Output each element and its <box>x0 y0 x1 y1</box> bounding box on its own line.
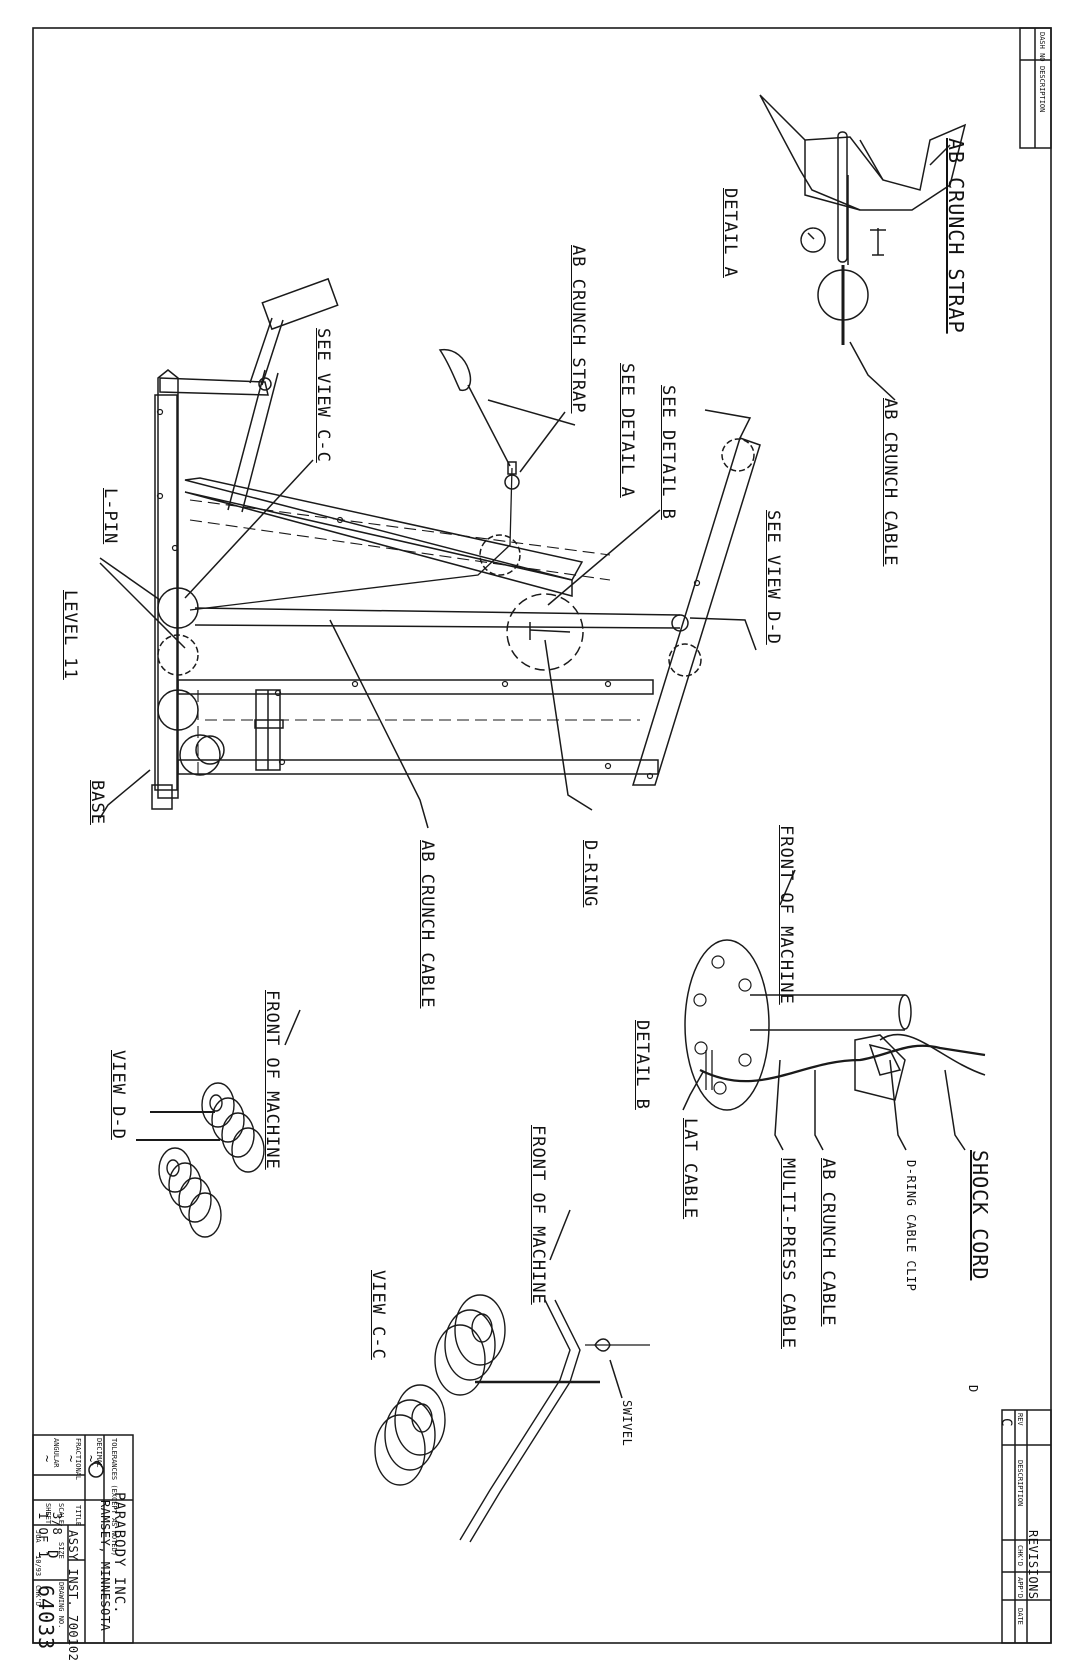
front-of-machine-label-2: FRONT OF MACHINE <box>262 990 282 1170</box>
ab-crunch-strap-label-top: AB CRUNCH STRAP <box>944 138 968 334</box>
drawing-title: ASSY INST. 700102 <box>66 1530 80 1662</box>
main-frame-drawing <box>99 277 761 829</box>
detail-b-drawing <box>682 869 986 1151</box>
ab-crunch-cable-label-mid: AB CRUNCH CABLE <box>417 840 437 1009</box>
revisions-chk-header: CHK'D <box>1016 1545 1024 1567</box>
lat-cable-label: LAT CABLE <box>680 1118 700 1220</box>
view-cc-label: VIEW C-C <box>368 1270 388 1360</box>
revision-value: C <box>998 1418 1014 1428</box>
see-detail-a-label: SEE DETAIL A <box>617 363 637 498</box>
sheet-border <box>32 27 1052 1644</box>
see-detail-b-label: SEE DETAIL B <box>658 385 678 520</box>
tolerances-label: TOLERANCES (EXCEPT AS NOTED) <box>110 1438 118 1557</box>
detail-b-label: DETAIL B <box>632 1020 652 1110</box>
decimal-tolerance-value: ~ <box>84 1455 98 1463</box>
l-pin-label: L-PIN <box>100 488 120 545</box>
checked-label: CHK'D <box>34 1585 42 1607</box>
d-ring-cable-clip-label: D-RING CABLE CLIP <box>904 1160 918 1292</box>
see-view-dd-label: SEE VIEW D-D <box>763 510 783 645</box>
dash-description-header: DESCRIPTION <box>1038 66 1046 113</box>
view-dd-drawing <box>136 1009 301 1238</box>
base-label: BASE <box>87 780 107 825</box>
view-dd-label: VIEW D-D <box>108 1050 128 1140</box>
shock-cord-label: SHOCK CORD <box>968 1150 992 1281</box>
title-label: TITLE <box>74 1505 82 1527</box>
drawing-no-label: DRAWING NO. <box>57 1582 65 1629</box>
decimal-label: DECIMAL <box>95 1438 103 1468</box>
drawn-by: JUA <box>34 1530 42 1543</box>
revisions-description-header: DESCRIPTION <box>1016 1460 1024 1507</box>
swivel-label: SWIVEL <box>620 1400 634 1447</box>
revisions-block <box>1001 1409 1052 1644</box>
scale-value: 3/8 <box>50 1512 64 1536</box>
revision-mark-label: D <box>966 1385 980 1393</box>
detail-a-drawing <box>759 94 967 401</box>
level-label: LEVEL 11 <box>60 590 80 680</box>
dash-no-header: DASH NO <box>1038 32 1046 62</box>
view-cc-drawing <box>374 1209 650 1543</box>
angular-label: ANGULAR <box>52 1438 60 1468</box>
company-logo <box>88 1460 104 1478</box>
see-view-cc-label: SEE VIEW C-C <box>313 328 333 463</box>
revisions-rev-header: REV <box>1016 1413 1024 1426</box>
dash-block <box>1019 27 1052 149</box>
revisions-title: REVISIONS <box>1026 1530 1040 1600</box>
ab-crunch-cable-label-b: AB CRUNCH CABLE <box>818 1158 838 1327</box>
angular-tolerance-value: ~ <box>40 1455 54 1463</box>
revisions-date-header: DATE <box>1016 1608 1024 1625</box>
multi-press-cable-label: MULTI-PRESS CABLE <box>778 1158 798 1349</box>
front-of-machine-label-3: FRONT OF MACHINE <box>528 1125 548 1305</box>
drawing-date: 10/93 <box>34 1555 42 1577</box>
detail-a-label: DETAIL A <box>720 188 740 278</box>
fractional-tolerance-value: ~ <box>64 1455 78 1463</box>
revisions-appd-header: APP'D <box>1016 1577 1024 1599</box>
d-ring-label: D-RING <box>580 840 600 908</box>
title-block <box>32 1434 134 1644</box>
front-of-machine-label-1: FRONT OF MACHINE <box>776 825 796 1005</box>
ab-crunch-cable-label-top: AB CRUNCH CABLE <box>880 398 900 567</box>
ab-crunch-strap-label-mid: AB CRUNCH STRAP <box>568 245 588 414</box>
